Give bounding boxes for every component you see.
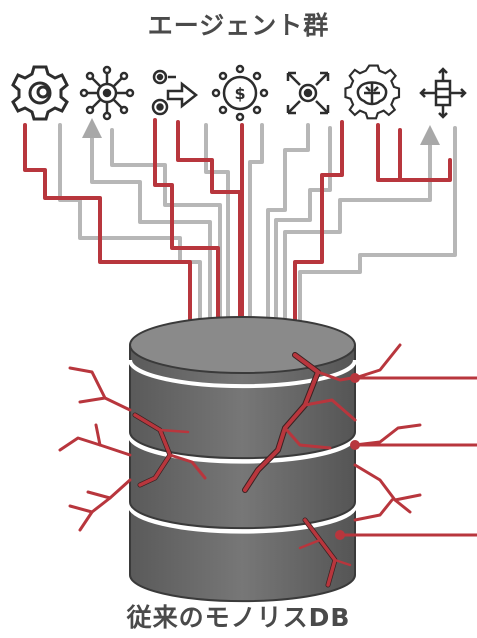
network-gear-icon (81, 67, 133, 119)
dollar-network-icon: $ (213, 66, 267, 120)
external-cracks-left (60, 368, 130, 530)
crack-node (350, 440, 360, 450)
brain-gear-icon (345, 66, 399, 119)
expand-target-icon (288, 73, 328, 113)
data-expand-icon (421, 69, 465, 117)
database-title: 従来のモノリスDB (0, 598, 477, 634)
database-cylinder (130, 317, 355, 601)
gear-icon (13, 67, 67, 119)
svg-text:$: $ (234, 84, 245, 103)
crack-node (350, 373, 360, 383)
crack-node (335, 530, 345, 540)
gears-arrow-icon (153, 71, 196, 114)
gray-connectors (60, 125, 455, 345)
external-cracks-right (340, 345, 477, 535)
